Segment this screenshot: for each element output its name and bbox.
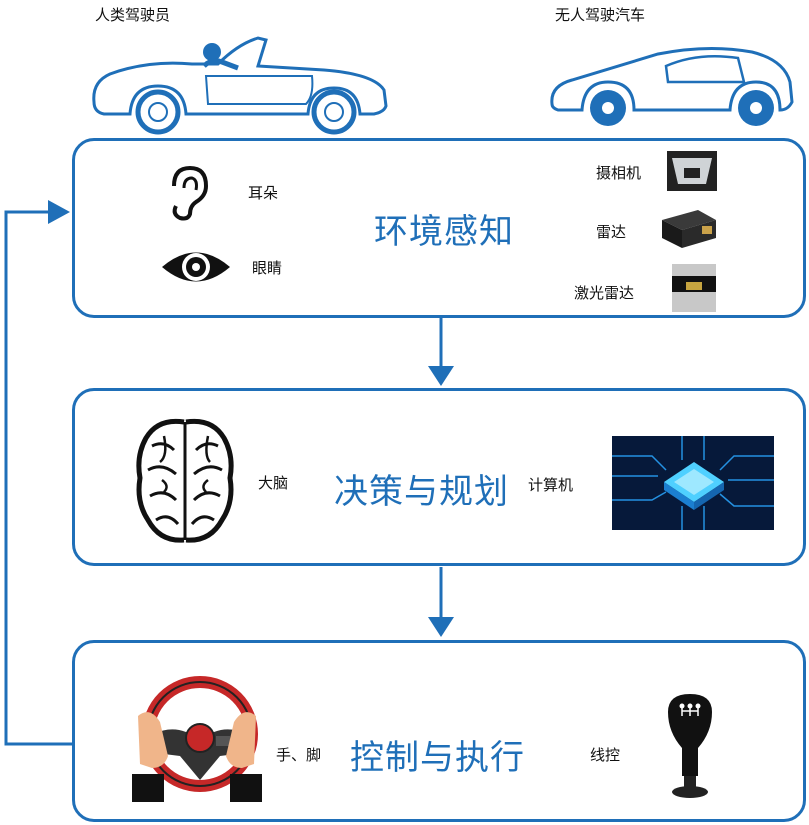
camera-image <box>667 151 717 191</box>
steering-wheel-icon <box>132 676 262 802</box>
gear-shift-icon <box>668 694 712 798</box>
drive-by-wire-label: 线控 <box>590 746 621 764</box>
radar-label: 雷达 <box>596 223 627 241</box>
autonomous-car-label: 无人驾驶汽车 <box>555 6 646 24</box>
lidar-label: 激光雷达 <box>574 284 635 302</box>
radar-image <box>662 210 716 248</box>
classic-car-icon <box>92 36 388 135</box>
down-arrow-1 <box>428 318 454 386</box>
brain-label: 大脑 <box>258 474 289 492</box>
decision-title: 决策与规划 <box>334 472 509 512</box>
hands-feet-label: 手、脚 <box>276 746 322 764</box>
ear-label: 耳朵 <box>248 184 279 202</box>
down-arrow-2 <box>428 567 454 637</box>
perception-title: 环境感知 <box>374 212 514 252</box>
eye-label: 眼睛 <box>252 259 283 277</box>
human-driver-label: 人类驾驶员 <box>95 6 171 24</box>
eye-icon <box>162 252 230 282</box>
brain-icon <box>136 418 234 543</box>
lidar-image <box>672 264 716 312</box>
ear-icon <box>172 165 209 221</box>
control-title: 控制与执行 <box>350 738 525 778</box>
camera-label: 摄相机 <box>596 164 642 182</box>
computer-label: 计算机 <box>528 476 574 494</box>
sports-car-icon <box>550 46 794 126</box>
computer-chip-image <box>612 436 774 530</box>
